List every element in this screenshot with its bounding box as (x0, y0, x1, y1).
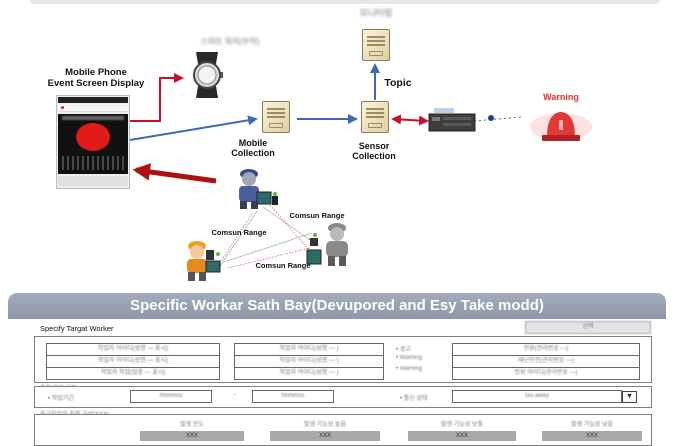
level-option-2[interactable]: • Warning (396, 355, 422, 361)
tablet-icon-right (306, 233, 322, 265)
status-label: • 통신 상태 (400, 396, 428, 402)
panel-header: Specific Workar Sath Bay(Devupored and E… (8, 293, 666, 319)
diagram-connections (129, 63, 522, 273)
chevron-down-icon[interactable]: ▼ (622, 391, 637, 403)
comsun-range-label-2: Comsun Range (211, 228, 267, 237)
sensor-plc-arrow (391, 114, 429, 126)
comsun-range-label-1: Comsun Range (289, 211, 345, 220)
status-select[interactable]: Go away (452, 390, 622, 403)
summary-value-3: XXX (408, 431, 516, 441)
alert-circle-icon (76, 123, 110, 151)
worker-right-icon (326, 223, 348, 266)
time-from-label: • 작업기간 (48, 396, 74, 402)
topic-caption: 모니터링 (359, 8, 393, 18)
time-to-input[interactable]: hhmmss (252, 390, 334, 403)
tablet-icon-left (205, 250, 221, 273)
top-divider (30, 0, 660, 4)
mobile-phone-screen (56, 95, 130, 189)
select-button[interactable]: 선택 (525, 321, 651, 334)
warning-lamp-icon (530, 112, 592, 141)
record-dot-icon (61, 106, 64, 109)
topic-label: Topic (384, 77, 412, 89)
worker-top-icon (239, 169, 259, 209)
mobile-collection-server-icon (262, 101, 290, 133)
feedback-arrow (132, 163, 217, 184)
summary-header-4: 발생 기능성 낮음 (571, 422, 613, 428)
summary-header-1: 발생 빈도 (180, 422, 204, 428)
middle-field-3[interactable]: 작업자 아이디(성명 — ) (234, 367, 384, 380)
summary-value-2: XXX (270, 431, 380, 441)
comsun-range-label-3: Comsun Range (255, 261, 311, 270)
warning-label: Warning (543, 92, 579, 102)
mobile-collection-label: Mobile Collection (231, 138, 275, 159)
smartwatch-icon (193, 52, 223, 98)
tablet-icon-top (256, 191, 278, 205)
summary-header-2: 발생 기능성 높음 (304, 422, 346, 428)
plc-device-icon (428, 108, 476, 132)
summary-header-3: 발생 기능성 보통 (441, 422, 483, 428)
topic-server-icon (362, 29, 390, 61)
summary-value-4: XXX (542, 431, 642, 441)
summary-value-1: XXX (140, 431, 244, 441)
worker-left-icon (187, 241, 207, 281)
level-option-1[interactable]: • 경고 (396, 347, 411, 353)
time-separator: - (234, 392, 236, 398)
sensor-collection-label: Sensor Collection (352, 141, 396, 162)
watch-caption: 스마트 워치(부착) (200, 37, 260, 46)
level-option-3[interactable]: • Warning (396, 366, 422, 372)
worker-field-3[interactable]: 작업자 작업(업종 — 표시) (46, 367, 220, 380)
sensor-collection-server-icon (361, 101, 389, 133)
right-field-3[interactable]: 방위 아이디(관리번호 —) (452, 367, 640, 380)
phone-title: Mobile Phone Event Screen Display (47, 67, 145, 89)
specify-target-label: Specify Targat Worker (40, 324, 114, 333)
phone-to-mobile-arrow (129, 115, 258, 141)
phone-to-watch-arrow (130, 73, 184, 122)
sensor-node-icon (488, 115, 494, 121)
time-from-input[interactable]: hhmmss (130, 390, 212, 403)
